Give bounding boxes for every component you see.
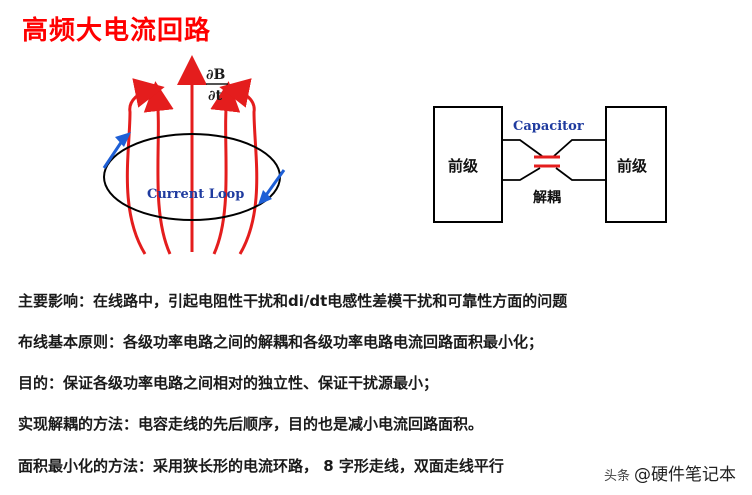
field-arrow-right-outer: [219, 78, 259, 255]
right-stage-box: [605, 106, 667, 223]
note-line: 目的：保证各级功率电路之间相对的独立性、保证干扰源最小；: [18, 374, 439, 392]
field-arrow-left-outer: [125, 78, 165, 255]
derivative-numerator: ∂B: [206, 67, 225, 83]
diagram-canvas: ∂B ∂t Current Loop 前级 前级 Capacitor 解耦: [102, 55, 667, 255]
loop-arrow-left: [102, 132, 131, 169]
capacitor-wiring: [502, 139, 606, 181]
left-stage-box: [433, 106, 503, 223]
watermark-brand: 头条: [603, 469, 630, 484]
current-loop-label: Current Loop: [147, 187, 244, 202]
decoupling-label: 解耦: [533, 189, 561, 206]
field-arrow-right-inner: [210, 81, 241, 255]
field-arrow-left-inner: [143, 81, 174, 255]
note-line: 面积最小化的方法：采用狭长形的电流环路， 8 字形走线，双面走线平行: [18, 457, 504, 475]
loop-arrow-right: [258, 169, 286, 205]
watermark: 头条 @硬件笔记本: [601, 460, 738, 485]
note-line: 实现解耦的方法：电容走线的先后顺序，目的也是减小电流回路面积。: [18, 415, 484, 433]
watermark-text: @硬件笔记本: [634, 465, 736, 485]
derivative-denominator: ∂t: [208, 88, 222, 104]
left-stage-label: 前级: [448, 157, 479, 175]
note-line: 布线基本原则：各级功率电路之间的解耦和各级功率电路电流回路面积最小化；: [18, 333, 544, 351]
capacitor-symbol: [534, 155, 560, 168]
capacitor-label: Capacitor: [513, 119, 584, 134]
note-line: 主要影响：在线路中，引起电阻性干扰和di/dt电感性差模干扰和可靠性方面的问题: [18, 292, 568, 310]
right-stage-label: 前级: [617, 157, 648, 175]
page-title: 高频大电流回路: [22, 16, 212, 46]
field-lines: [125, 55, 259, 255]
